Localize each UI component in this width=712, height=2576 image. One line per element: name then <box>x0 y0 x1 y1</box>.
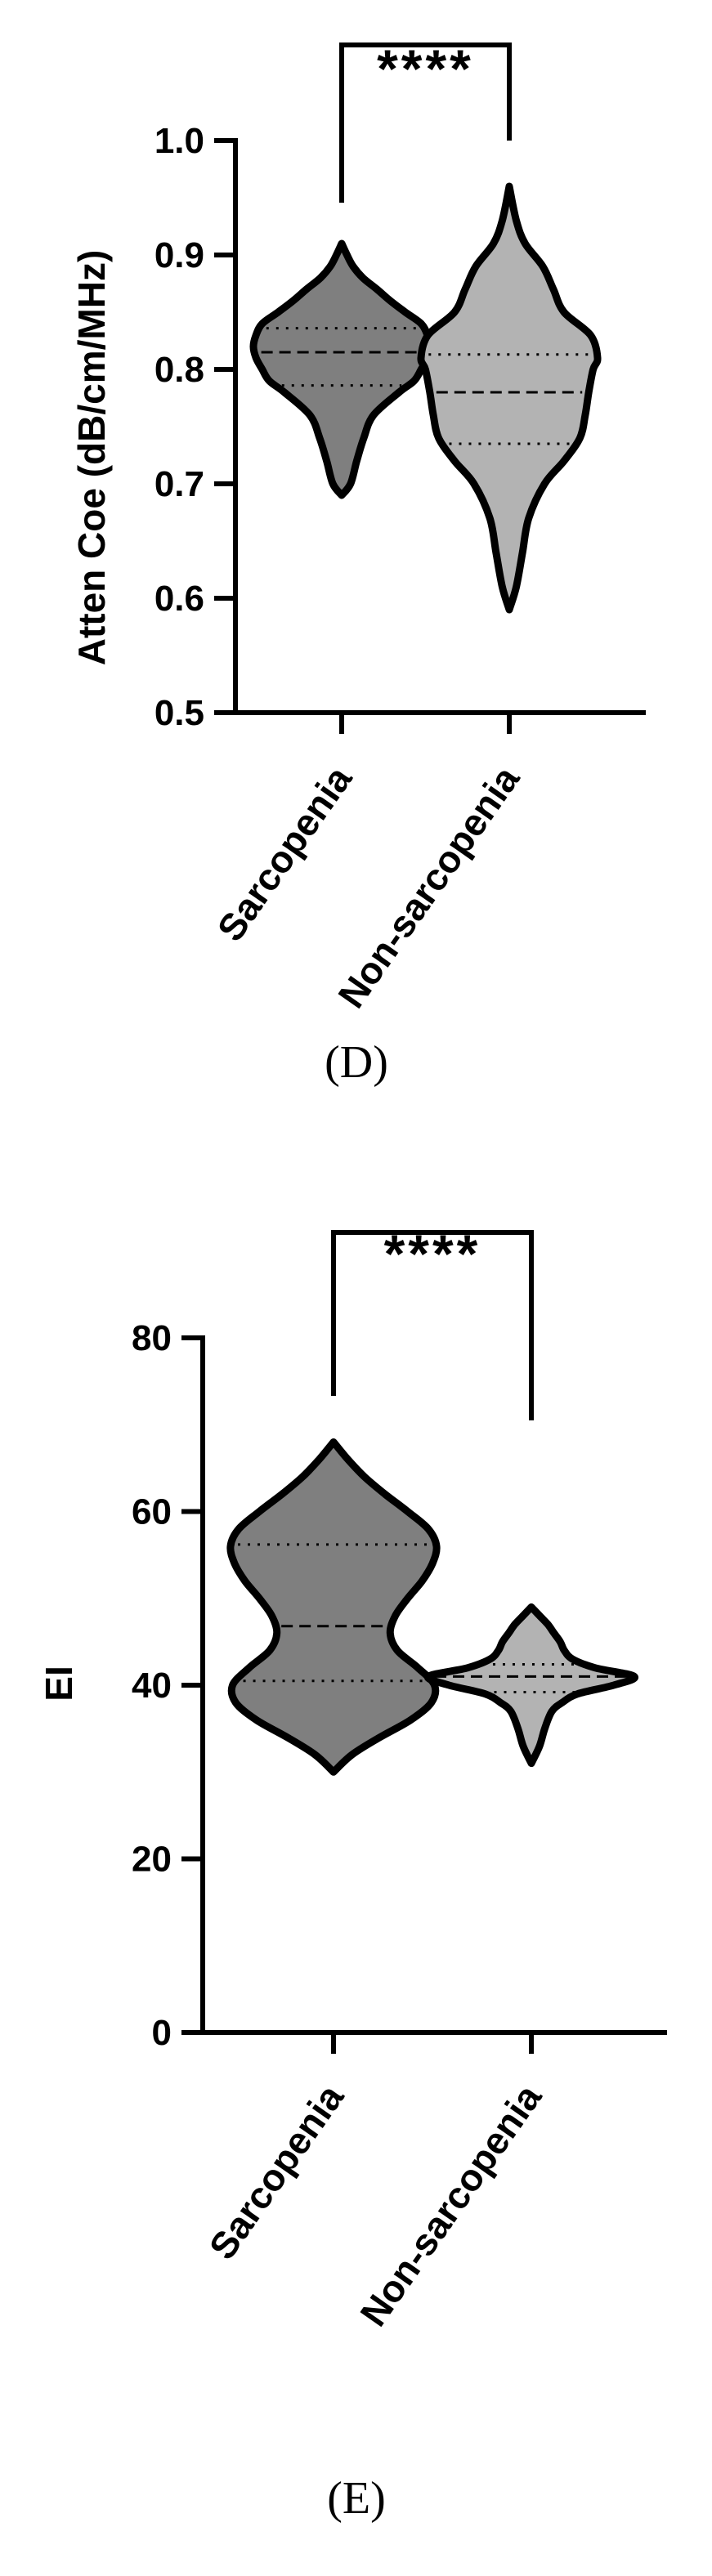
violin-sarcopenia <box>249 239 434 499</box>
violin-body <box>417 182 602 614</box>
panel-d-significance-label: **** <box>377 38 474 99</box>
y-tick-label: 1.0 <box>154 121 204 161</box>
y-tick-label: 80 <box>132 1318 172 1358</box>
x-tick-label: Non-sarcopenia <box>329 758 527 1016</box>
panel-d-label: (D) <box>325 1037 388 1088</box>
y-tick-label: 0.6 <box>154 579 204 619</box>
panel-d-y-axis: 0.5 0.6 0.7 0.8 0.9 1.0 <box>154 121 238 733</box>
panel-e-y-axis: 0 20 40 60 80 <box>132 1318 205 2053</box>
bracket-line <box>339 42 512 203</box>
y-tick-label: 0.9 <box>154 235 204 275</box>
x-tick-label: Non-sarcopenia <box>352 2077 549 2334</box>
panel-d-y-axis-title: Atten Coe (dB/cm/MHz) <box>70 250 113 666</box>
y-tick-label: 20 <box>132 1840 172 1880</box>
violin-non-sarcopenia <box>417 182 602 614</box>
violin-body <box>226 1438 441 1776</box>
y-tick-label: 0.7 <box>154 464 204 504</box>
violin-body <box>424 1603 638 1768</box>
bracket-line <box>331 1230 534 1420</box>
panel-e-significance-label: **** <box>384 1223 481 1284</box>
panel-e-label: (E) <box>327 2473 386 2524</box>
violin-sarcopenia <box>226 1438 441 1776</box>
violin-body <box>249 239 434 499</box>
panel-e-violins <box>226 1438 638 1776</box>
panel-d-violins <box>249 182 602 614</box>
panel-e-significance-bracket: **** <box>331 1223 534 1420</box>
panel-e-y-axis-title: EI <box>38 1666 80 1701</box>
y-tick-label: 0.8 <box>154 350 204 390</box>
y-tick-label: 0 <box>152 2013 172 2053</box>
y-tick-label: 60 <box>132 1492 172 1532</box>
y-tick-label: 40 <box>132 1666 172 1706</box>
chart-panel-d: 0.5 0.6 0.7 0.8 0.9 1.0 SarcopeniaNon-sarcope… <box>70 38 646 1088</box>
violin-non-sarcopenia <box>424 1603 638 1768</box>
x-tick-label: Sarcopenia <box>200 2077 352 2267</box>
y-tick-label: 0.5 <box>154 693 204 733</box>
x-tick-label: Sarcopenia <box>208 758 360 949</box>
panel-d-significance-bracket: **** <box>339 38 512 203</box>
